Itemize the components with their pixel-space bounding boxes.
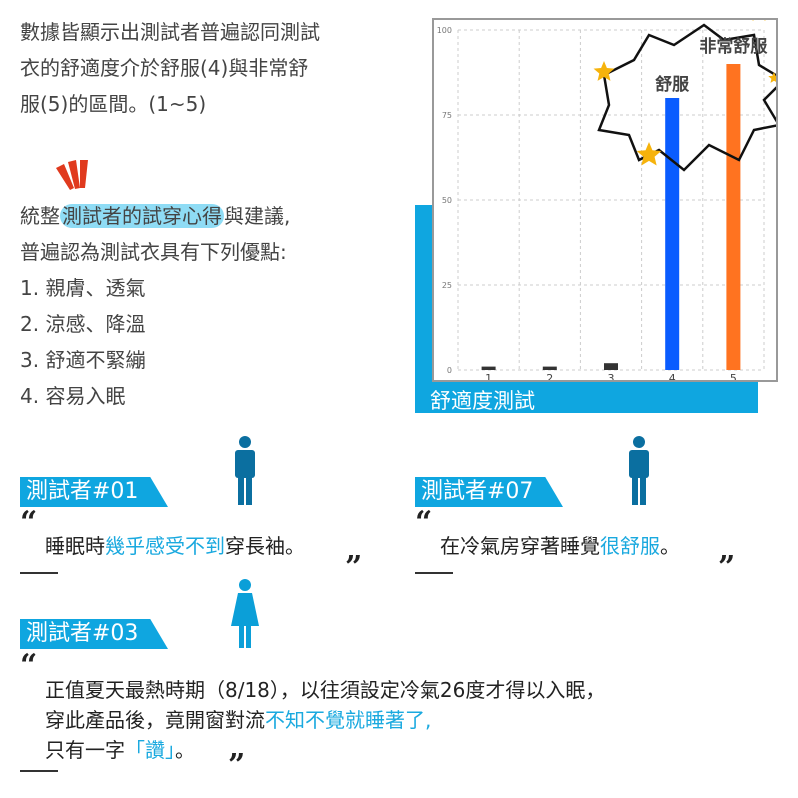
chart-title: 舒適度測試 bbox=[430, 389, 535, 413]
intro-line: 衣的舒適度介於舒服(4)與非常舒 bbox=[20, 56, 309, 80]
open-quote-icon: “ bbox=[415, 505, 433, 540]
tester-01-quote: 睡眠時幾乎感受不到穿長袖。 bbox=[45, 530, 305, 559]
y-tick-label: 75 bbox=[442, 111, 452, 120]
bar-1 bbox=[481, 366, 496, 370]
intro-line: 數據皆顯示出測試者普遍認同測試 bbox=[20, 20, 320, 44]
intro-text: 數據皆顯示出測試者普遍認同測試 衣的舒適度介於舒服(4)與非常舒 服(5)的區間… bbox=[20, 14, 390, 122]
bar-2 bbox=[542, 366, 557, 370]
quote-highlight: 「讚」 bbox=[125, 738, 175, 762]
annotation-comfortable: 舒服 bbox=[655, 74, 690, 95]
y-tick-label: 50 bbox=[442, 196, 452, 205]
quote-text: 穿此產品後，竟開窗對流 bbox=[45, 708, 265, 732]
quote-text: 只有一字 bbox=[45, 738, 125, 762]
exclamation-icon bbox=[56, 160, 88, 190]
x-tick-label: 3 bbox=[608, 372, 615, 382]
bar-4 bbox=[665, 98, 680, 370]
tester-01-banner: 測試者#01 bbox=[20, 477, 168, 507]
quote-highlight: 不知不覺就睡著了, bbox=[265, 708, 432, 732]
y-tick-label: 25 bbox=[442, 281, 452, 290]
quote-text: 。 bbox=[175, 738, 195, 762]
open-quote-icon: “ bbox=[20, 505, 38, 540]
divider bbox=[20, 572, 58, 574]
summary-text: 統整測試者的試穿心得與建議, 普遍認為測試衣具有下列優點: 1. 親膚、透氣 2… bbox=[20, 198, 400, 414]
summary-post: 與建議, bbox=[224, 204, 291, 228]
tester-03-banner: 測試者#03 bbox=[20, 619, 168, 649]
quote-text: 正值夏天最熱時期（8/18），以往須設定冷氣26度才得以入眠， bbox=[45, 678, 606, 702]
close-quote-icon: ” bbox=[345, 550, 363, 585]
quote-text: 在冷氣房穿著睡覺 bbox=[440, 534, 600, 558]
quote-line: 穿此產品後，竟開窗對流不知不覺就睡著了, bbox=[45, 705, 605, 735]
benefit-item: 1. 親膚、透氣 bbox=[20, 276, 146, 300]
female-person-icon bbox=[231, 579, 259, 648]
star-icon bbox=[768, 72, 776, 83]
quote-text: 睡眠時 bbox=[45, 534, 105, 558]
quote-line: 只有一字「讚」。 bbox=[45, 735, 605, 765]
benefit-item: 3. 舒適不緊繃 bbox=[20, 348, 146, 372]
x-tick-label: 4 bbox=[669, 372, 676, 382]
divider bbox=[20, 770, 58, 772]
bar-5 bbox=[726, 64, 741, 370]
summary-line: 統整測試者的試穿心得與建議, bbox=[20, 198, 400, 234]
annotation-very-comfortable: 非常舒服 bbox=[699, 36, 768, 57]
quote-highlight: 很舒服 bbox=[600, 534, 660, 558]
summary-pre: 統整 bbox=[20, 204, 60, 228]
x-tick-label: 2 bbox=[546, 372, 553, 382]
speech-burst bbox=[597, 23, 776, 172]
quote-highlight: 幾乎感受不到 bbox=[105, 534, 225, 558]
close-quote-icon: ” bbox=[718, 550, 736, 585]
divider bbox=[415, 572, 453, 574]
x-tick-label: 5 bbox=[730, 372, 737, 382]
star-icon bbox=[636, 142, 662, 166]
benefit-item: 4. 容易入眠 bbox=[20, 384, 126, 408]
open-quote-icon: “ bbox=[20, 648, 38, 683]
male-person-icon bbox=[235, 436, 255, 505]
tester-07-banner: 測試者#07 bbox=[415, 477, 563, 507]
star-icon bbox=[593, 61, 615, 81]
summary-line: 普遍認為測試衣具有下列優點: bbox=[20, 240, 287, 264]
tester-07-quote: 在冷氣房穿著睡覺很舒服。 bbox=[440, 530, 680, 559]
bar-3 bbox=[604, 363, 618, 370]
quote-text: 穿長袖。 bbox=[225, 534, 305, 558]
y-tick-label: 100 bbox=[437, 26, 452, 35]
intro-line: 服(5)的區間。(1~5) bbox=[20, 92, 207, 116]
close-quote-icon: ” bbox=[228, 748, 246, 783]
male-person-icon bbox=[629, 436, 649, 505]
y-tick-label: 0 bbox=[447, 366, 452, 375]
quote-text: 。 bbox=[660, 534, 680, 558]
summary-highlight: 測試者的試穿心得 bbox=[60, 204, 224, 228]
star-icon bbox=[752, 20, 766, 21]
benefit-item: 2. 涼感、降溫 bbox=[20, 312, 146, 336]
tester-03-quote: 正值夏天最熱時期（8/18），以往須設定冷氣26度才得以入眠， 穿此產品後，竟開… bbox=[45, 675, 605, 765]
x-tick-label: 1 bbox=[485, 372, 492, 382]
